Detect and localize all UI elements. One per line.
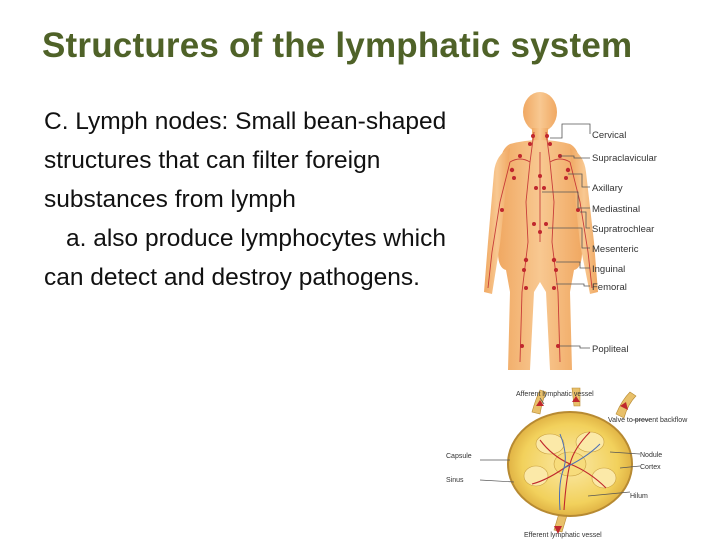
label-cervical: Cervical xyxy=(592,130,626,141)
subpoint-a: a. also produce lymphocytes which can de… xyxy=(44,225,446,291)
label-popliteal: Popliteal xyxy=(592,344,628,355)
label-valve: Valve to prevent backflow xyxy=(608,417,688,424)
label-inguinal: Inguinal xyxy=(592,264,625,275)
label-leaders xyxy=(542,123,591,349)
label-hilum: Hilum xyxy=(630,493,648,500)
label-mesenteric: Mesenteric xyxy=(592,244,639,255)
label-supraclavicular: Supraclavicular xyxy=(592,153,657,164)
label-sinus: Sinus xyxy=(446,477,464,484)
label-nodule: Nodule xyxy=(640,452,662,459)
lymph-body-diagram: Cervical Supraclavicular Axillary Medias… xyxy=(484,92,657,370)
label-afferent: Afferent lymphatic vessel xyxy=(516,391,594,398)
slide-body: C. Lymph nodes: Small bean-shaped struct… xyxy=(44,102,464,297)
label-femoral: Femoral xyxy=(592,282,627,293)
label-capsule: Capsule xyxy=(446,453,472,460)
lymph-vessels xyxy=(487,131,593,363)
label-supratrochlear: Supratrochlear xyxy=(592,224,654,235)
label-cortex: Cortex xyxy=(640,464,661,471)
node-leaders xyxy=(479,397,650,497)
lymph-node-diagram: Afferent lymphatic vessel Valve to preve… xyxy=(446,387,688,539)
flow-arrows xyxy=(536,396,628,534)
body-labels: Cervical Supraclavicular Axillary Medias… xyxy=(592,130,657,355)
label-axillary: Axillary xyxy=(592,183,623,194)
point-c: C. Lymph nodes: Small bean-shaped struct… xyxy=(44,108,447,213)
slide-title: Structures of the lymphatic system xyxy=(42,26,633,65)
node-labels: Afferent lymphatic vessel Valve to preve… xyxy=(446,391,688,539)
lymph-node-dots xyxy=(500,134,580,348)
label-efferent: Efferent lymphatic vessel xyxy=(524,532,602,539)
node-interior xyxy=(523,431,617,511)
label-mediastinal: Mediastinal xyxy=(592,204,640,215)
